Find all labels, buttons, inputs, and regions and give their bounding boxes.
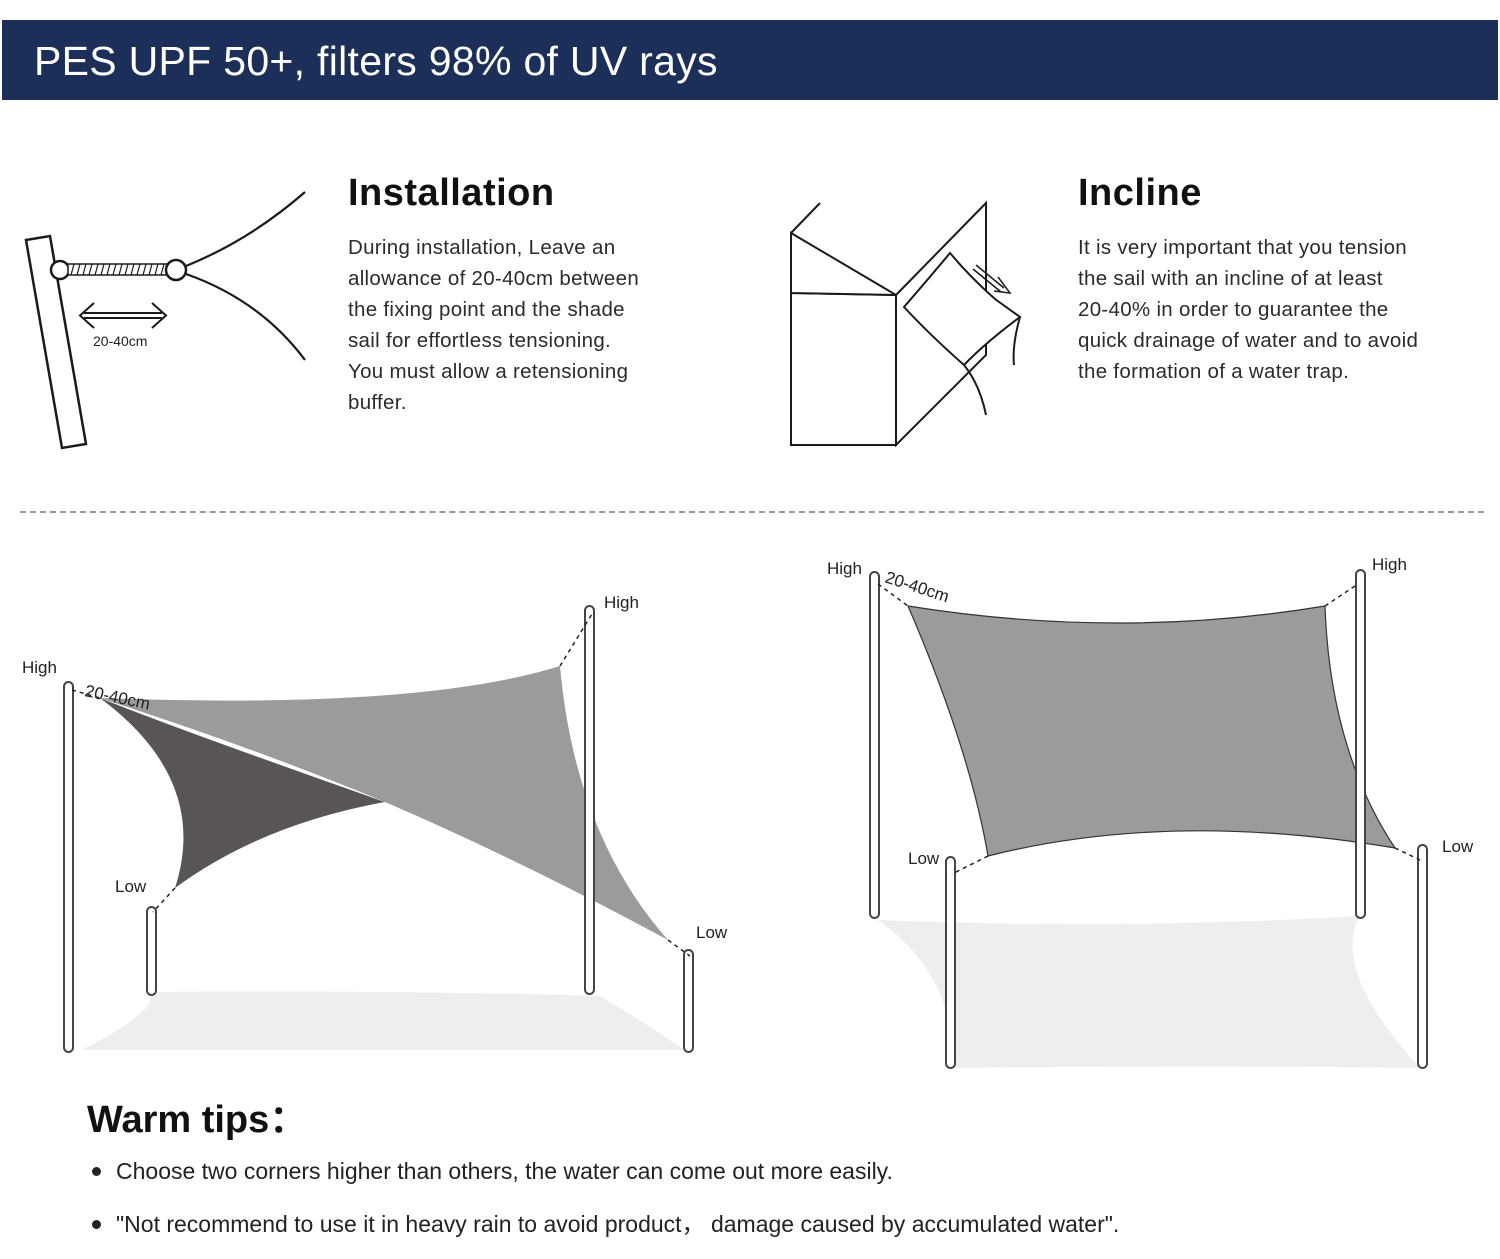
installation-line: buffer. — [348, 391, 407, 414]
drainage-arrow — [972, 264, 1012, 294]
pole-low-left — [146, 906, 157, 996]
pole-high-right — [1355, 569, 1366, 919]
installation-line: the fixing point and the shade — [348, 298, 625, 321]
incline-line: 20-40% in order to guarantee the — [1078, 298, 1389, 321]
wall-post — [24, 234, 88, 450]
label-low-right: Low — [1442, 837, 1474, 856]
incline-line: the formation of a water trap. — [1078, 360, 1350, 383]
section-divider — [20, 511, 1484, 513]
pole-high-left — [63, 681, 74, 1053]
gap-label: 20-40cm — [93, 333, 147, 349]
tip-text: Choose two corners higher than others, t… — [116, 1158, 893, 1184]
incline-illustration — [790, 200, 1022, 448]
incline-line: the sail with an incline of at least — [1078, 267, 1383, 290]
incline-line: It is very important that you tension — [1078, 236, 1407, 259]
header-banner: PES UPF 50+, filters 98% of UV rays — [2, 20, 1498, 100]
ground-shadow — [82, 991, 685, 1050]
label-high-left: High — [22, 658, 57, 677]
label-high-right: High — [604, 593, 639, 612]
tension-lines — [877, 583, 1421, 875]
ground-shadow — [878, 916, 1420, 1068]
sail-edge-bottom — [185, 272, 306, 361]
incline-heading: Incline — [1078, 172, 1202, 214]
pole-low-right — [683, 949, 694, 1053]
wall-roof — [790, 231, 900, 297]
label-gap: 20-40cm — [883, 568, 952, 607]
incline-line: quick drainage of water and to avoid — [1078, 329, 1419, 352]
sail-drape-2 — [963, 364, 987, 416]
sail-dark-panel — [100, 698, 385, 888]
bullet-icon — [92, 1220, 101, 1229]
double-arrow — [78, 302, 168, 329]
tip-text: "Not recommend to use it in heavy rain t… — [116, 1211, 1120, 1237]
label-low-right: Low — [696, 923, 728, 942]
installation-line: You must allow a retensioning — [348, 360, 629, 383]
label-high-left: High — [827, 559, 862, 578]
banner-title: PES UPF 50+, filters 98% of UV rays — [34, 38, 718, 84]
sail-corner-ring — [164, 258, 188, 282]
installation-text: During installation, Leave an allowance … — [348, 232, 639, 418]
label-low-left: Low — [908, 849, 940, 868]
bullet-icon — [92, 1167, 101, 1176]
sail-edge-top — [185, 191, 306, 268]
tension-lines — [71, 613, 691, 957]
installation-line: sail for effortless tensioning. — [348, 329, 612, 352]
attachment-ring — [49, 259, 71, 281]
installation-illustration: 20-40cm — [24, 191, 306, 450]
pole-low-left — [945, 856, 956, 1069]
sail-panel — [907, 605, 1397, 857]
installation-line: During installation, Leave an — [348, 236, 616, 259]
pole-low-right — [1417, 844, 1428, 1069]
wall-front — [790, 291, 897, 446]
sail-drape — [1012, 316, 1021, 366]
installation-heading: Installation — [348, 172, 555, 214]
warm-tips-heading: Warm tips： — [87, 1099, 308, 1141]
triangle-sail-diagram: High High Low Low 20-40cm — [22, 593, 728, 1053]
pole-high-right — [584, 605, 595, 995]
sail-light-panel — [100, 666, 668, 940]
rectangle-sail-diagram: High High Low Low 20-40cm — [827, 555, 1474, 1069]
label-high-right: High — [1372, 555, 1407, 574]
label-low-left: Low — [115, 877, 147, 896]
incline-text: It is very important that you tension th… — [1078, 232, 1418, 387]
pole-high-left — [869, 571, 880, 919]
installation-line: allowance of 20-40cm between — [348, 267, 640, 290]
turnbuckle-thread — [70, 263, 165, 276]
